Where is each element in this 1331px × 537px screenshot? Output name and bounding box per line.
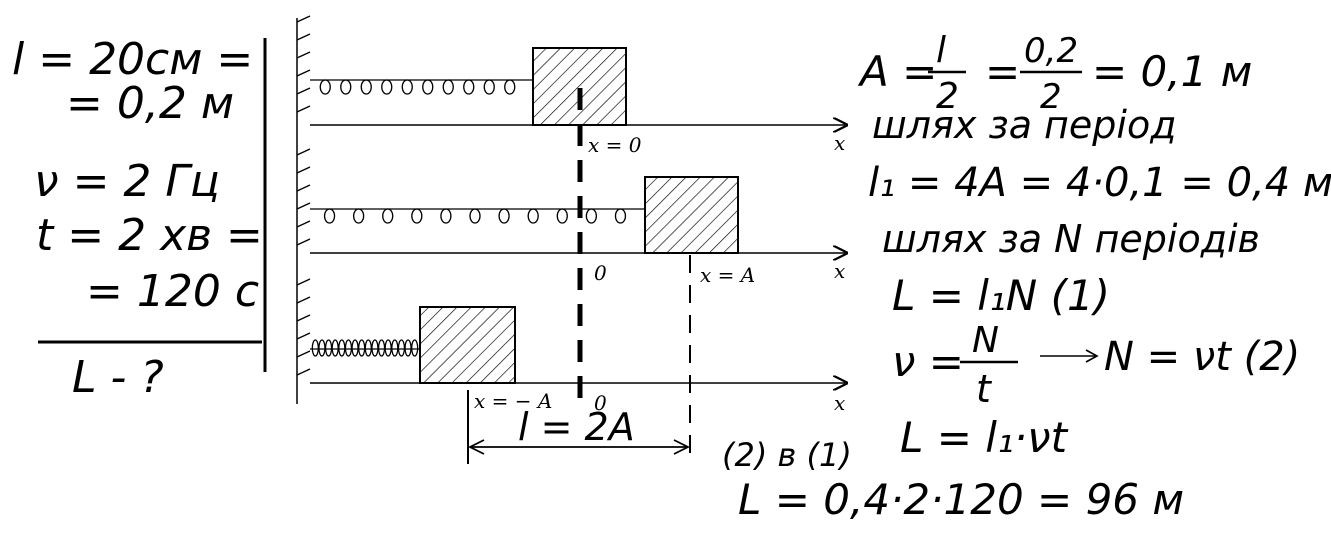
spring-coil [319,79,331,95]
spring-coil [371,339,379,357]
origin-label: 0 [594,261,607,285]
spring-coil [323,208,336,224]
spring-stretched [323,208,627,224]
spring-coil [411,208,423,224]
mass-block [532,47,627,126]
eq-equals: = [985,47,1020,96]
eq-rhs: N = νt (2) [1104,334,1300,380]
substitution-note: (2) в (1) [722,436,852,474]
span-label: l = 2A [518,405,635,449]
origin-label: 0 [594,391,607,415]
fraction-numerator: l [936,30,946,71]
spring-coil [469,208,481,224]
given-line-time-si: = 120 с [86,266,259,317]
spring-coil [364,339,372,357]
spring-coil [556,208,568,224]
fraction-numerator: N [972,320,999,361]
spring-coil [384,339,392,357]
fraction-denominator: 2 [936,76,959,117]
path-per-period-caption: шлях за період [872,103,1176,147]
span-arrow-left-head [467,439,485,455]
spring-coil [311,339,319,357]
spring-coil [331,339,339,357]
spring-coil [382,208,394,224]
given-line-length: l = 20см = [12,34,253,85]
given-line-frequency: ν = 2 Гц [34,156,220,207]
spring-coil [360,79,372,95]
mass-block [419,306,516,384]
panel-equilibrium: x = 0 x [310,47,845,157]
oscillation-diagram: x = 0 x 0 x = A x x = − A 0 x [296,15,845,464]
given-line-length-si: = 0,2 м [66,78,234,129]
spring-coil [351,339,359,357]
combined-equation: L = l₁·νt [900,413,1069,462]
spring-coil [397,339,406,357]
position-label: x = − A [474,389,552,413]
spring-coil [440,208,452,224]
path-per-period-equation: l₁ = 4A = 4·0,1 = 0,4 м [868,160,1331,206]
frequency-equation: ν = N t N = νt (2) [892,320,1300,411]
mass-block [644,176,739,254]
spring-coil [324,339,333,357]
amplitude-equation: A = l 2 = 0,2 2 = 0,1 м [857,30,1252,117]
solution-block: A = l 2 = 0,2 2 = 0,1 м шлях за період l… [722,30,1331,524]
eq-rhs: = 0,1 м [1092,47,1252,96]
fraction-denominator: t [976,367,993,411]
eq-lhs: A = [857,47,937,96]
spring-coil [585,208,598,224]
spring-coil [614,208,627,224]
panel-max-left: x = − A 0 x [310,306,845,415]
path-n-periods-caption: шлях за N періодів [882,217,1260,261]
implies-arrow-head [1085,349,1099,363]
span-arrow-right-head [673,439,691,455]
spring-coil [483,79,495,95]
panel-max-right: 0 x = A x [310,176,845,287]
spring-coil [377,339,386,357]
spring-coil [442,79,454,95]
fraction-numerator: 0,2 [1024,31,1078,71]
axis-label: x [834,391,845,415]
fraction-denominator: 2 [1040,77,1062,117]
spring-coil [340,79,352,95]
total-path-equation: L = l₁N (1) [892,271,1110,320]
final-answer: L = 0,4·2·120 = 96 м [738,475,1184,524]
unknown-quantity: L - ? [72,352,164,403]
spring-coil [381,79,393,95]
spring-coil [504,79,516,95]
spring-coil [352,208,365,224]
axis-label: x [834,259,845,283]
given-block: l = 20см = = 0,2 м ν = 2 Гц t = 2 хв = =… [12,34,267,403]
spring-coil [404,339,412,357]
given-line-time: t = 2 хв = [36,210,263,261]
spring-coil [358,339,366,357]
spring-compressed [311,339,419,357]
spring-coil [422,79,434,95]
position-label: x = 0 [588,133,642,157]
spring-coil [338,339,346,357]
spring-coil [344,339,353,357]
axis-label: x [834,131,845,155]
spring-coil [391,339,399,357]
spring-coil [318,339,326,357]
spring-stretched [319,79,516,95]
spring-coil [411,339,419,357]
spring-coil [463,79,475,95]
spring-coil [401,79,413,95]
eq-lhs: ν = [892,337,964,386]
wall-hatching [296,15,311,376]
spring-coil [498,208,510,224]
spring-coil [527,208,539,224]
position-label: x = A [700,263,755,287]
